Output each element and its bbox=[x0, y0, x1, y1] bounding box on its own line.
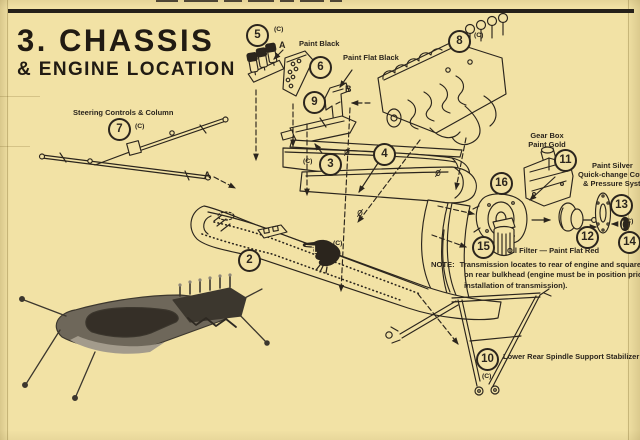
label-paint-flat-black: Paint Flat Black bbox=[343, 53, 399, 62]
callout-16: 16 bbox=[490, 172, 513, 195]
v8-engine-part bbox=[377, 12, 509, 146]
tag-c10: (C) bbox=[482, 373, 492, 380]
callout-9: 9 bbox=[303, 91, 326, 114]
fold-crease-2 bbox=[0, 146, 30, 147]
callout-10: 10 bbox=[476, 348, 499, 371]
callout-8: 8 bbox=[448, 30, 471, 53]
assembled-chassis-photo bbox=[19, 273, 270, 401]
tag-c8: (C) bbox=[474, 32, 484, 39]
callout-11: 11 bbox=[554, 149, 577, 172]
tag-c1: (C) bbox=[333, 240, 343, 247]
ignition-coils-part bbox=[246, 42, 285, 83]
right-fold-crease bbox=[628, 0, 629, 440]
main-tub-part bbox=[190, 205, 502, 321]
quick-change-cover-part bbox=[593, 192, 612, 242]
callout-7: 7 bbox=[108, 118, 131, 141]
rear-stabilizer-part bbox=[385, 288, 552, 396]
callout-14: 14 bbox=[618, 231, 640, 254]
label-oil-filter: Oil Filter — Paint Flat Red bbox=[507, 246, 600, 255]
callout-12: 12 bbox=[576, 226, 599, 249]
label-paint-black: Paint Black bbox=[299, 39, 340, 48]
pedal-plate-part bbox=[282, 50, 314, 97]
tag-c7: (C) bbox=[135, 123, 145, 130]
tag-c3: (C) bbox=[303, 158, 313, 165]
label-gear-box: Gear Box Paint Gold bbox=[521, 131, 573, 149]
callout-1-number: 1 bbox=[311, 244, 318, 256]
label-paint-silver-line3: & Pressure System bbox=[583, 179, 640, 188]
callout-5: 5 bbox=[246, 24, 269, 47]
pressure-fitting-part bbox=[619, 216, 631, 232]
callout-3: 3 bbox=[319, 153, 342, 176]
note-line3: installation of transmission). bbox=[464, 280, 568, 290]
floor-panels-part bbox=[282, 139, 477, 217]
note-text: NOTE:Transmission locates to rear of eng… bbox=[431, 260, 640, 291]
label-stabilizer: Lower Rear Spindle Support Stabilizer bbox=[503, 352, 640, 361]
callout-2: 2 bbox=[238, 249, 261, 272]
marker-b: B bbox=[345, 84, 352, 94]
left-fold-crease bbox=[7, 0, 8, 440]
label-gear-box-line2: Paint Gold bbox=[528, 140, 566, 149]
tag-c14: (C) bbox=[624, 218, 634, 225]
note-label: NOTE: bbox=[431, 260, 455, 269]
steering-controls-part bbox=[38, 116, 229, 181]
label-steering: Steering Controls & Column bbox=[73, 108, 174, 117]
cropped-text-fragment bbox=[156, 0, 342, 2]
top-rule bbox=[8, 9, 634, 13]
callout-6: 6 bbox=[309, 56, 332, 79]
section-title-line2: & ENGINE LOCATION bbox=[17, 59, 236, 80]
note-line2: on rear bulkhead (engine must be in posi… bbox=[464, 270, 640, 280]
marker-a-steering: A bbox=[204, 170, 211, 180]
section-title-line1: 3. CHASSIS bbox=[17, 22, 215, 59]
label-paint-silver: Paint Silver Quick-change Cove & Pressur… bbox=[578, 161, 640, 188]
marker-a-engine: A bbox=[279, 40, 286, 50]
callout-13: 13 bbox=[610, 194, 633, 217]
tag-c5: (C) bbox=[274, 26, 284, 33]
dashed-leaders bbox=[213, 89, 476, 345]
manicule-hand-icon bbox=[302, 239, 341, 274]
section-title: 3. CHASSIS & ENGINE LOCATION bbox=[17, 25, 236, 81]
callout-4: 4 bbox=[373, 143, 396, 166]
label-gear-box-line1: Gear Box bbox=[530, 131, 564, 140]
note-line1: NOTE:Transmission locates to rear of eng… bbox=[431, 260, 640, 269]
label-paint-silver-line1: Paint Silver bbox=[592, 161, 633, 170]
fold-crease-1 bbox=[0, 96, 40, 97]
transmission-part bbox=[558, 202, 597, 232]
oil-filter-part bbox=[492, 217, 516, 257]
label-paint-silver-line2: Quick-change Cove bbox=[578, 170, 640, 179]
callout-15: 15 bbox=[472, 236, 495, 259]
